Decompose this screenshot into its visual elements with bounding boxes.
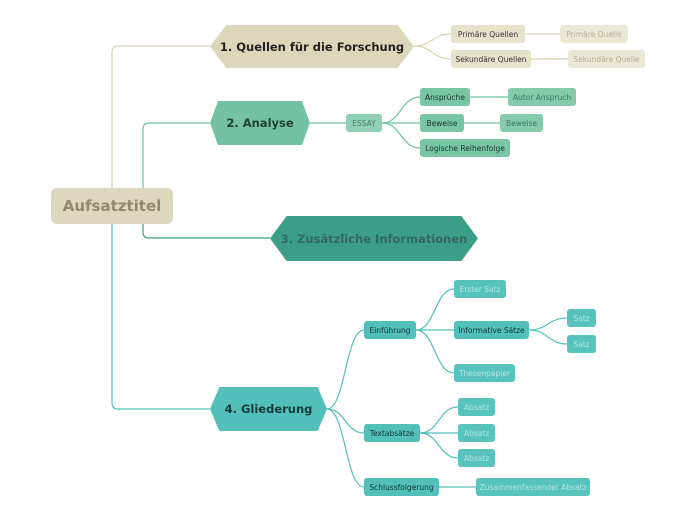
node-paragraph-1[interactable]: Absatz	[458, 398, 495, 416]
line-intro-first	[415, 288, 455, 331]
node-first-sentence[interactable]: Erster Satz	[454, 280, 506, 298]
node-introduction[interactable]: Einführung	[364, 321, 416, 339]
node-sentence-2[interactable]: Satz	[567, 335, 596, 353]
node-paragraph-3[interactable]: Absatz	[458, 449, 495, 467]
line-root-quellen	[111, 45, 210, 188]
branch-quellen[interactable]: 1. Quellen für die Forschung	[210, 25, 414, 68]
node-claims[interactable]: Ansprüche	[420, 88, 470, 106]
line-gliederung-body	[326, 408, 365, 434]
line-informative-s1	[528, 317, 568, 331]
node-informative-sentences[interactable]: Informative Sätze	[454, 321, 529, 339]
line-root-analyse	[142, 122, 210, 188]
line-body-p1	[419, 406, 459, 434]
line-root-gliederung	[111, 224, 210, 410]
node-paragraph-2[interactable]: Absatz	[458, 424, 495, 442]
node-secondary-sources[interactable]: Sekundäre Quellen	[451, 50, 531, 68]
node-logical-order[interactable]: Logische Reihenfolge	[420, 139, 510, 157]
node-sentence-1[interactable]: Satz	[567, 309, 596, 327]
node-primary-sources[interactable]: Primäre Quellen	[451, 25, 525, 43]
root-node[interactable]: Aufsatztitel	[51, 188, 173, 224]
line-body-p3	[419, 432, 459, 459]
node-essay[interactable]: ESSAY	[346, 114, 382, 132]
line-intro-thesis	[415, 329, 455, 374]
node-secondary-source[interactable]: Sekundäre Quelle	[568, 50, 645, 68]
node-thesis[interactable]: Thesenpapier	[454, 364, 515, 382]
node-summary-paragraph[interactable]: Zusammenfassender Absatz	[476, 478, 590, 496]
node-evidence[interactable]: Beweise	[420, 114, 464, 132]
node-evidence-sub[interactable]: Beweise	[500, 114, 543, 132]
line-essay-claims	[381, 96, 421, 124]
line-gliederung-intro	[326, 329, 365, 410]
branch-analyse[interactable]: 2. Analyse	[210, 101, 310, 145]
line-gliederung-conclusion	[326, 408, 365, 488]
branch-zusatz[interactable]: 3. Zusätzliche Informationen	[270, 216, 478, 261]
node-body-paragraphs[interactable]: Textabsätze	[364, 424, 420, 442]
line-root-zusatz	[142, 224, 270, 239]
node-conclusion[interactable]: Schlussfolgerung	[364, 478, 439, 496]
line-quellen-primary	[413, 33, 452, 47]
line-informative-s2	[528, 329, 568, 345]
branch-gliederung[interactable]: 4. Gliederung	[210, 387, 327, 431]
node-author-claim[interactable]: Autor Anspruch	[508, 88, 576, 106]
line-essay-order	[381, 122, 421, 149]
node-primary-source[interactable]: Primäre Quelle	[560, 25, 628, 43]
line-quellen-secondary	[413, 45, 452, 60]
